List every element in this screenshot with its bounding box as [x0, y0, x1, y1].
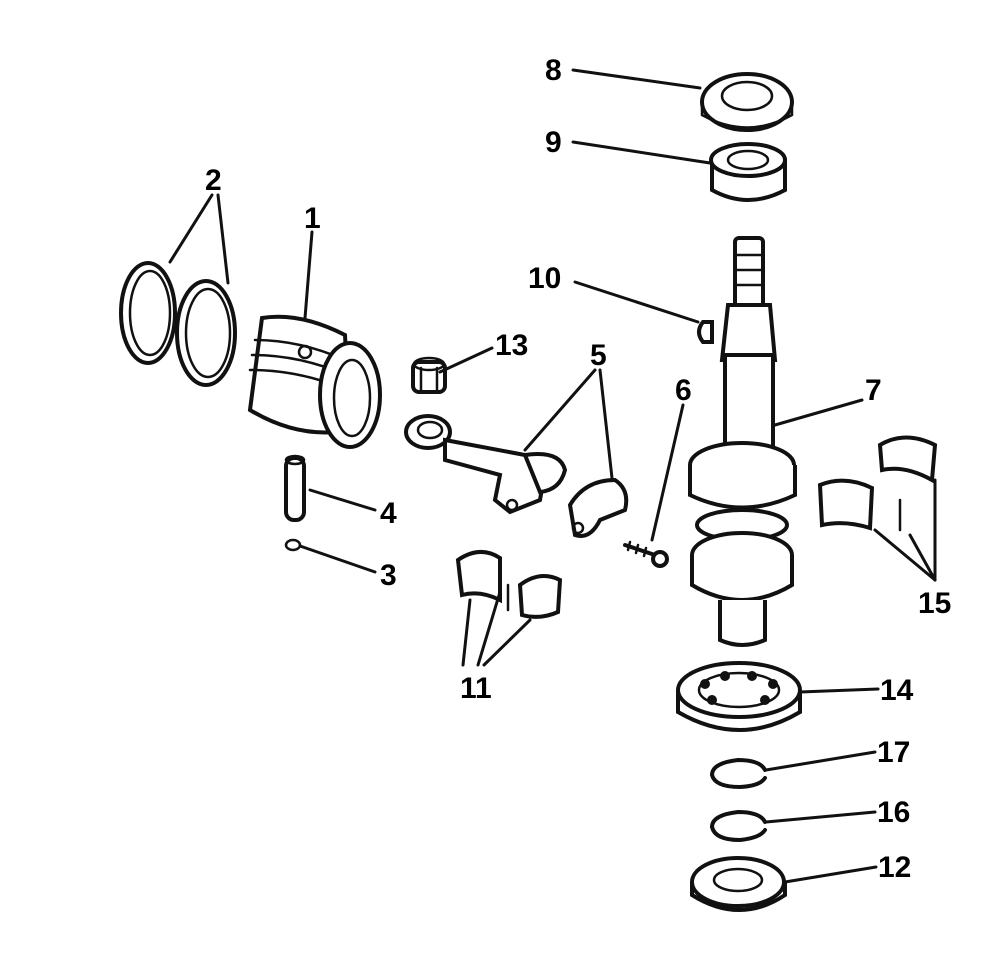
- callout-11: 11: [460, 672, 492, 705]
- callout-5: 5: [590, 339, 607, 372]
- crankshaft: [688, 236, 797, 647]
- ball-bearing: [676, 661, 802, 732]
- snap-ring-16: [710, 810, 767, 842]
- piston: [247, 314, 382, 449]
- callout-1: 1: [304, 202, 321, 235]
- top-roller-bearing: [709, 142, 787, 202]
- needle-bearing-13: [411, 356, 447, 394]
- callout-10: 10: [528, 262, 561, 295]
- connecting-rod: [404, 414, 568, 515]
- callout-7: 7: [865, 374, 882, 407]
- snap-ring-17: [710, 758, 767, 789]
- woodruff-key: [697, 320, 714, 344]
- callout-17: 17: [877, 736, 910, 769]
- top-seal: [700, 72, 794, 132]
- main-bearing-halves: [817, 435, 938, 532]
- bottom-seal: [690, 856, 787, 912]
- piston-ring-left: [119, 261, 177, 365]
- callout-4: 4: [380, 497, 397, 530]
- callout-15: 15: [918, 587, 951, 620]
- rod-cap: [567, 477, 629, 538]
- callout-16: 16: [877, 796, 910, 829]
- rod-bearing-halves: [455, 550, 563, 619]
- rod-screw: [623, 540, 669, 568]
- pin-retainer: [284, 538, 302, 552]
- leader-lines: [168, 68, 937, 884]
- callout-9: 9: [545, 126, 562, 159]
- callout-6: 6: [675, 374, 692, 407]
- callout-14: 14: [880, 674, 914, 707]
- callout-12: 12: [878, 851, 911, 884]
- callout-3: 3: [380, 559, 397, 592]
- wrist-pin: [284, 454, 306, 522]
- callout-8: 8: [545, 54, 562, 87]
- callout-2: 2: [205, 164, 222, 197]
- piston-ring-right: [175, 279, 237, 387]
- callout-13: 13: [495, 329, 528, 362]
